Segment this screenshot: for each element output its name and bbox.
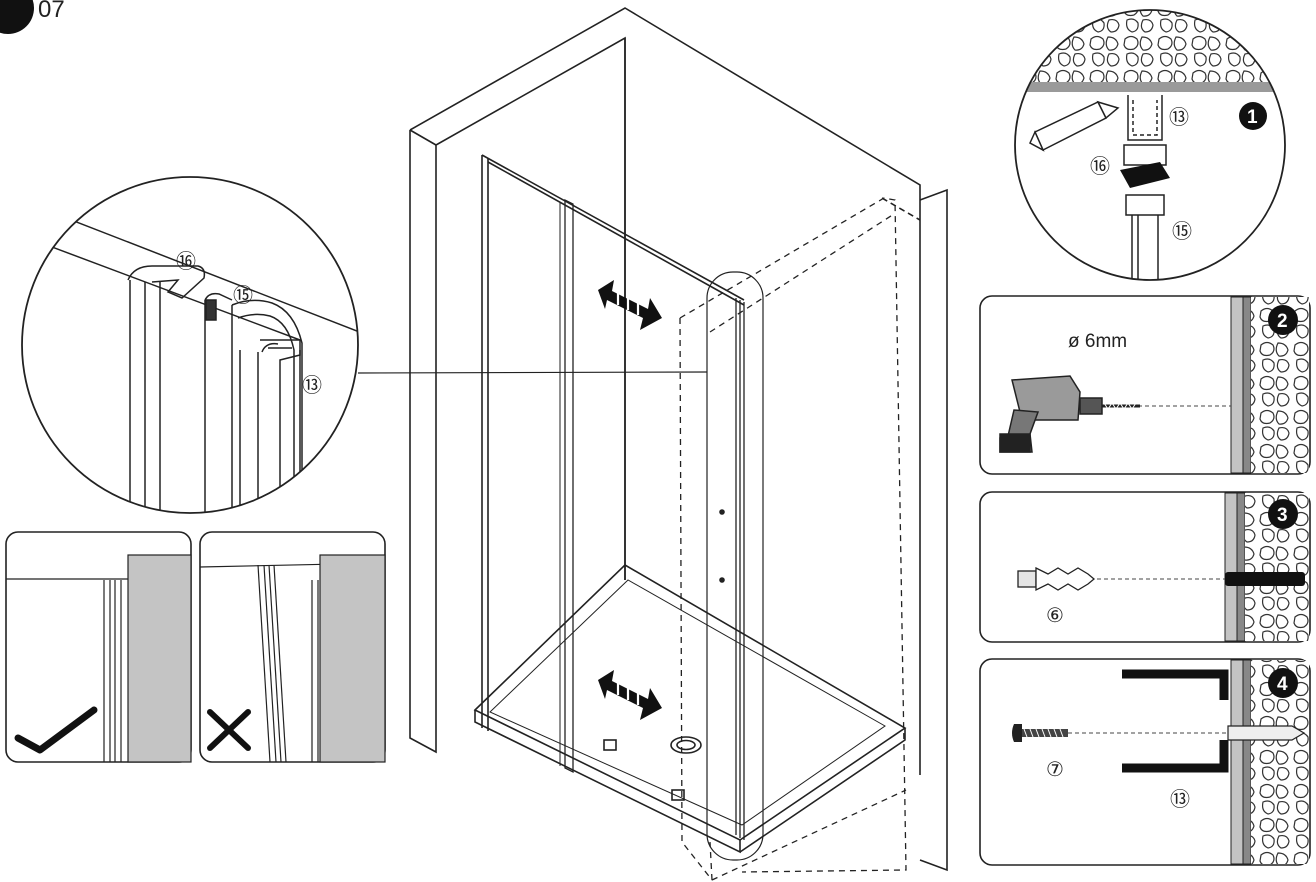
detail-panel-2: ø 6mm 2 <box>979 295 1311 475</box>
panel-badge-1: 1 <box>1247 107 1258 128</box>
panel-badge-4: 4 <box>1277 674 1288 695</box>
step-number: 07 <box>38 0 65 23</box>
shower-enclosure <box>409 7 948 881</box>
callout-7: ⑦ <box>1046 759 1064 781</box>
wall-plug-icon <box>1017 566 1096 592</box>
double-arrow-icon <box>598 280 662 330</box>
step-badge-icon <box>1268 499 1298 529</box>
screw-icon <box>1012 724 1068 742</box>
callout-6: ⑥ <box>1046 605 1064 627</box>
step-badge-icon <box>0 0 34 34</box>
callout-15: ⑮ <box>1172 220 1192 243</box>
pencil-icon <box>1029 100 1120 152</box>
callout-13: ⑬ <box>1170 788 1190 811</box>
callout-13: ⑬ <box>302 374 322 397</box>
callout-16: ⑯ <box>1090 155 1110 178</box>
step-badge-icon <box>1268 305 1298 335</box>
double-arrow-icon <box>598 670 662 720</box>
callout-15: ⑮ <box>233 284 253 307</box>
detail-panel-4: ⑦ ⑬ 4 <box>979 658 1311 866</box>
cross-icon <box>207 709 251 751</box>
detail-circle-1: ⑬ ⑯ ⑮ 1 <box>1014 9 1286 281</box>
check-icon <box>14 706 98 754</box>
panel-badge-2: 2 <box>1277 311 1288 332</box>
callout-13: ⑬ <box>1169 106 1189 129</box>
callout-16: ⑯ <box>176 250 196 273</box>
correct-example-box <box>5 531 192 763</box>
leader-line <box>357 371 708 374</box>
step-badge-icon <box>1268 668 1298 698</box>
wrong-example-box <box>199 531 386 763</box>
drill-size-caption: ø 6mm <box>1068 331 1127 352</box>
step-badge: 07 <box>0 0 65 34</box>
panel-badge-3: 3 <box>1277 505 1288 526</box>
drill-icon <box>999 375 1140 453</box>
profile-detail-circle: ⑯ ⑮ ⑬ <box>21 176 359 514</box>
step-badge-icon <box>1239 102 1267 130</box>
detail-panel-3: ⑥ 3 <box>979 491 1311 643</box>
